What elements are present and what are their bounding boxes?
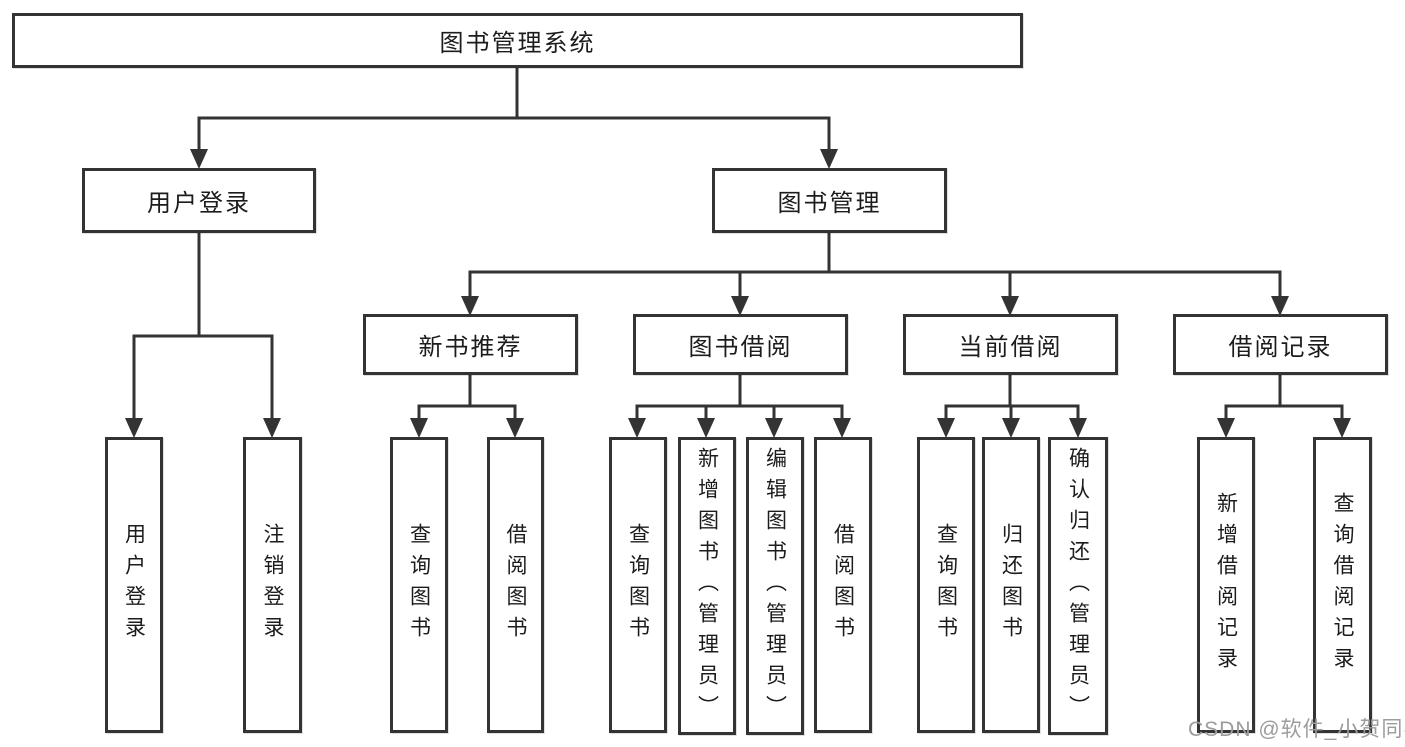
leaf-search-books-1: 查询图书 <box>390 437 448 733</box>
leaf-search-borrow-record-label: 查询借阅记录 <box>1331 492 1354 678</box>
node-current-borrow: 当前借阅 <box>903 314 1118 375</box>
leaf-search-borrow-record: 查询借阅记录 <box>1313 437 1372 733</box>
leaf-borrow-books-1: 借阅图书 <box>487 437 544 733</box>
node-library-system-label: 图书管理系统 <box>439 30 596 57</box>
edge-root-split <box>197 66 831 152</box>
edge-book-borrow-split <box>635 373 844 422</box>
leaf-borrow-books-2-label: 借阅图书 <box>831 523 855 647</box>
leaf-search-books-2: 查询图书 <box>609 437 667 733</box>
edge-current-borrow-split <box>944 373 1080 422</box>
tree-edges <box>132 66 1344 422</box>
edge-new-rec-split <box>417 373 517 422</box>
node-book-borrow: 图书借阅 <box>633 314 848 375</box>
edge-user-login-split <box>132 231 274 422</box>
leaf-search-books-3-label: 查询图书 <box>934 523 958 647</box>
arrow-down-icon <box>1217 418 1235 438</box>
edge-book-mgmt-split <box>468 231 1282 300</box>
node-book-management-label: 图书管理 <box>777 190 882 217</box>
arrow-down-icon <box>1002 418 1020 438</box>
arrow-down-icon <box>461 296 479 316</box>
leaf-search-books-1-label: 查询图书 <box>407 523 431 647</box>
arrow-down-icon <box>1271 296 1289 316</box>
leaf-user-login: 用户登录 <box>105 437 163 733</box>
node-current-borrow-label: 当前借阅 <box>958 334 1063 361</box>
arrow-down-icon <box>190 149 208 169</box>
arrow-down-icon <box>263 418 281 438</box>
leaf-user-login-label: 用户登录 <box>122 523 146 647</box>
node-book-borrow-label: 图书借阅 <box>688 334 793 361</box>
arrow-down-icon <box>820 149 838 169</box>
arrow-down-icon <box>1069 418 1087 438</box>
leaf-add-borrow-record: 新增借阅记录 <box>1197 437 1255 733</box>
csdn-watermark: CSDN @软件_小贺同学 <box>1188 718 1405 741</box>
leaf-search-books-2-label: 查询图书 <box>626 523 650 647</box>
leaf-borrow-books-2: 借阅图书 <box>814 437 872 733</box>
leaf-edit-book-admin: 编辑图书（管理员） <box>746 437 804 735</box>
leaf-logout-label: 注销登录 <box>261 523 284 647</box>
leaf-add-borrow-record-label: 新增借阅记录 <box>1214 492 1238 678</box>
arrow-down-icon <box>125 418 143 438</box>
arrow-down-icon <box>1001 296 1019 316</box>
leaf-confirm-return-admin-label: 确认归还（管理员） <box>1066 446 1090 726</box>
leaf-add-book-admin-label: 新增图书（管理员） <box>695 446 719 726</box>
node-new-book-recommend-label: 新书推荐 <box>418 334 523 361</box>
arrow-down-icon <box>628 418 646 438</box>
leaf-confirm-return-admin: 确认归还（管理员） <box>1048 437 1108 735</box>
node-book-management: 图书管理 <box>712 168 947 233</box>
node-library-system: 图书管理系统 <box>12 13 1023 68</box>
arrow-down-icon <box>506 418 524 438</box>
node-user-login: 用户登录 <box>82 168 316 233</box>
arrow-down-icon <box>765 418 783 438</box>
leaf-edit-book-admin-label: 编辑图书（管理员） <box>763 446 787 726</box>
edge-borrow-records-split <box>1224 373 1344 422</box>
leaf-return-book-label: 归还图书 <box>999 523 1023 647</box>
arrow-down-icon <box>731 296 749 316</box>
arrow-down-icon <box>833 418 851 438</box>
arrow-down-icon <box>937 418 955 438</box>
arrowheads <box>125 149 1351 438</box>
node-new-book-recommend: 新书推荐 <box>363 314 578 375</box>
arrow-down-icon <box>1333 418 1351 438</box>
node-borrow-records-label: 借阅记录 <box>1228 334 1333 361</box>
leaf-add-book-admin: 新增图书（管理员） <box>678 437 736 735</box>
arrow-down-icon <box>697 418 715 438</box>
leaf-borrow-books-1-label: 借阅图书 <box>504 523 527 647</box>
leaf-logout: 注销登录 <box>243 437 302 733</box>
leaf-return-book: 归还图书 <box>982 437 1040 733</box>
arrow-down-icon <box>410 418 428 438</box>
leaf-search-books-3: 查询图书 <box>917 437 975 733</box>
node-borrow-records: 借阅记录 <box>1173 314 1388 375</box>
node-user-login-label: 用户登录 <box>147 190 251 217</box>
